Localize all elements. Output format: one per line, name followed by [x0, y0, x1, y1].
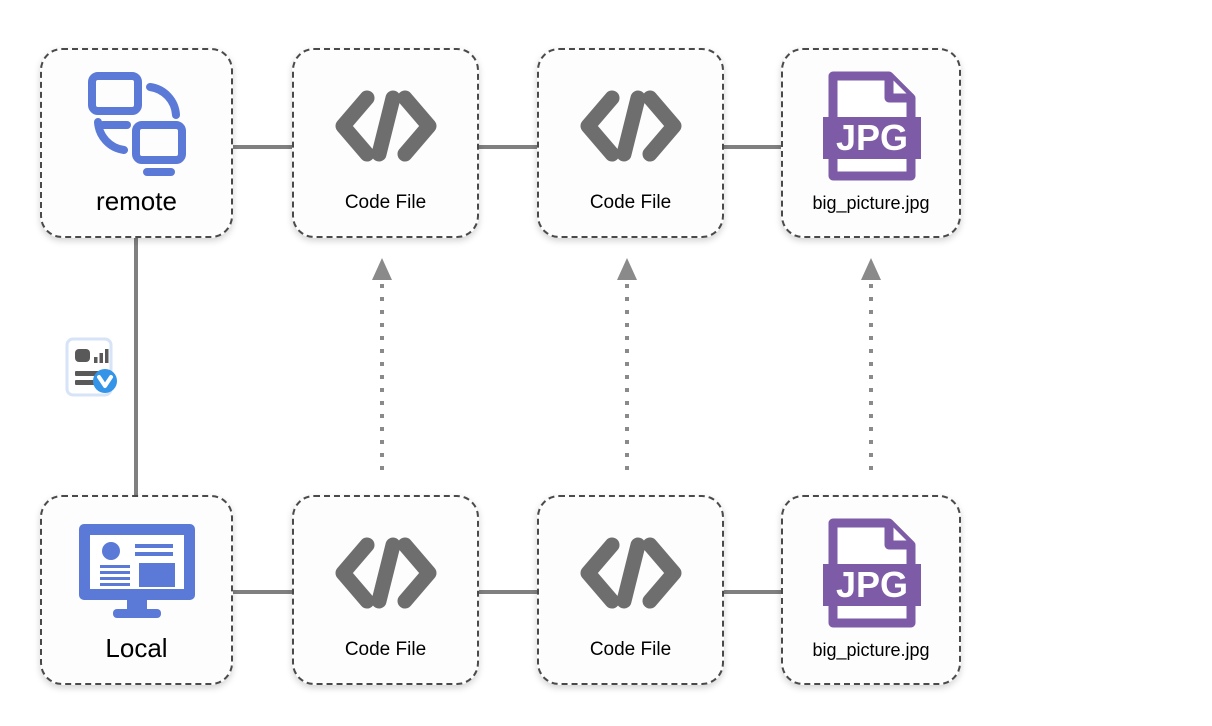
desktop-monitor-icon	[78, 524, 195, 618]
code-file-icon	[335, 537, 436, 608]
node-local[interactable]: Local	[40, 495, 233, 685]
node-remote-code-file-1-label: Code File	[344, 192, 427, 213]
jpg-badge-text: JPG	[836, 117, 908, 158]
jpg-file-icon-wrap: JPG	[783, 50, 959, 194]
code-file-icon	[580, 90, 681, 161]
node-remote-code-file-2[interactable]: Code File	[537, 48, 724, 238]
upward-arrow-code2	[617, 258, 637, 470]
remote-sync-icon-wrap	[42, 50, 231, 188]
node-remote-big-picture-label: big_picture.jpg	[812, 193, 930, 213]
code-file-icon	[335, 90, 436, 161]
jpg-file-icon: JPG	[823, 518, 921, 628]
code-file-icon-wrap	[539, 497, 722, 640]
node-local-code-file-1[interactable]: Code File	[292, 495, 479, 685]
node-local-code-file-2[interactable]: Code File	[537, 495, 724, 685]
node-remote-code-file-2-label: Code File	[589, 192, 672, 213]
node-local-big-picture-label: big_picture.jpg	[812, 640, 930, 660]
jpg-file-icon-wrap: JPG	[783, 497, 959, 641]
code-file-icon-wrap	[294, 50, 477, 193]
code-file-icon	[580, 537, 681, 608]
node-local-label: Local	[105, 633, 168, 663]
node-local-code-file-1-label: Code File	[344, 639, 427, 660]
jpg-file-icon: JPG	[823, 71, 921, 181]
remote-sync-icon	[87, 72, 186, 176]
upward-arrow-code1	[372, 258, 392, 470]
code-file-icon-wrap	[539, 50, 722, 193]
node-remote-big-picture[interactable]: JPG big_picture.jpg	[781, 48, 961, 238]
desktop-monitor-icon-wrap	[42, 497, 231, 635]
node-remote[interactable]: remote	[40, 48, 233, 238]
node-local-code-file-2-label: Code File	[589, 639, 672, 660]
document-chart-verified-icon	[65, 337, 117, 397]
upward-arrow-jpg	[861, 258, 881, 470]
jpg-badge-text: JPG	[836, 564, 908, 605]
code-file-icon-wrap	[294, 497, 477, 640]
node-remote-code-file-1[interactable]: Code File	[292, 48, 479, 238]
node-remote-label: remote	[96, 186, 177, 216]
node-local-big-picture[interactable]: JPG big_picture.jpg	[781, 495, 961, 685]
